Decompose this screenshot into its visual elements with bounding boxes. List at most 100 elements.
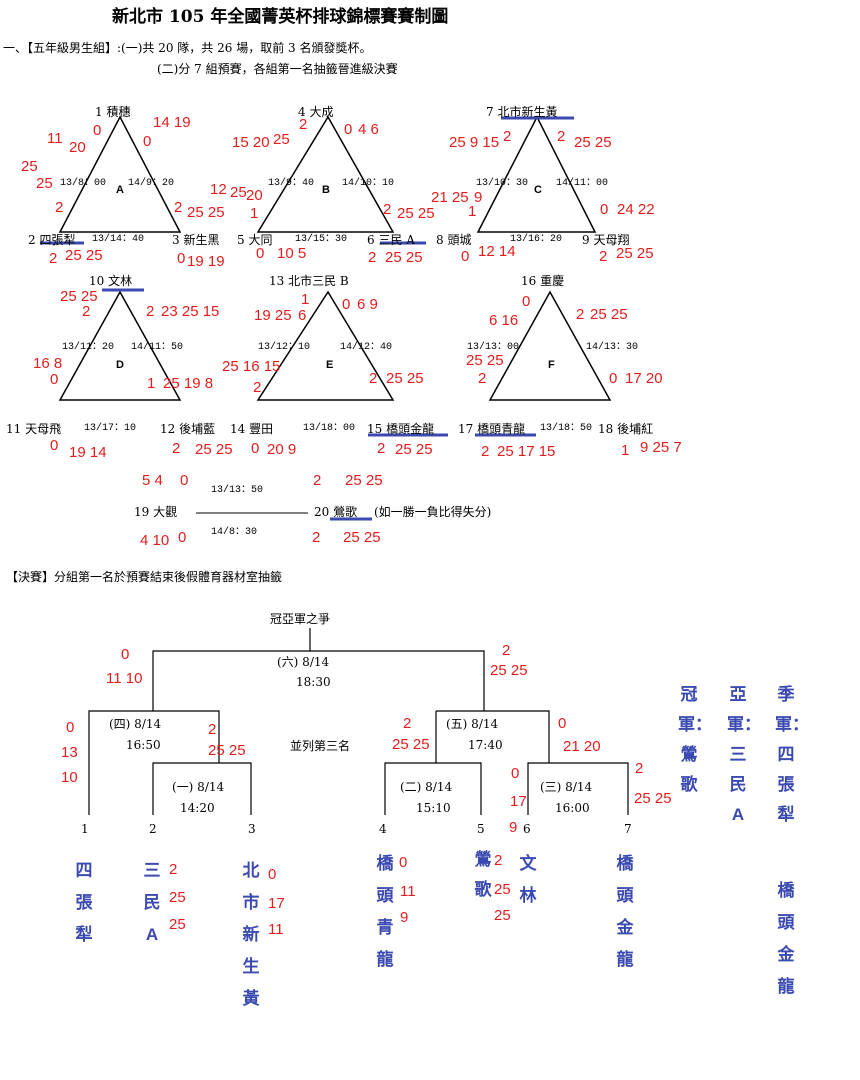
- score: 2: [557, 128, 566, 145]
- score: 25: [21, 158, 38, 175]
- score: 19 19: [187, 253, 225, 270]
- score: 11: [268, 921, 284, 938]
- score: 2: [299, 116, 308, 133]
- score: 9: [509, 819, 518, 836]
- score: 25 25: [60, 288, 98, 305]
- match-time: 14/11：50: [131, 342, 184, 353]
- slot-team-5: 鶯歌: [474, 850, 492, 899]
- slot-team-7: 橋頭金龍: [616, 854, 634, 969]
- page-title: 新北市 105 年全國菁英杯排球錦標賽賽制圖: [112, 7, 449, 27]
- match-time: 14/10：10: [342, 178, 395, 189]
- score: 6 16: [489, 312, 519, 329]
- score: 21 20: [563, 738, 601, 755]
- match-time: 13/13：00: [467, 342, 520, 353]
- team-14: 14 豐田: [230, 422, 274, 436]
- match-6-date: (六) 8/14: [277, 655, 330, 669]
- score: 25 25: [345, 472, 383, 489]
- slot-5: 5: [477, 822, 485, 836]
- score: 6 9: [357, 296, 378, 313]
- match-time: 13/11：20: [62, 342, 115, 353]
- match-time: 13/18：50: [540, 423, 593, 434]
- match-1-time: 14:20: [180, 801, 215, 815]
- slot-7: 7: [624, 822, 632, 836]
- score: 14 19: [153, 114, 191, 131]
- team-18: 18 後埔紅: [598, 422, 654, 436]
- score: 0: [609, 370, 618, 387]
- slot-team-2: 三民A: [143, 861, 161, 944]
- score: 2: [253, 379, 262, 396]
- third-place-result: 季軍：四張犁: [775, 685, 809, 824]
- score: 25 25: [574, 134, 612, 151]
- score: 25 25: [65, 247, 103, 264]
- tiebreak-note: (如一勝一負比得失分): [374, 505, 492, 519]
- score: 19 25: [254, 307, 292, 324]
- score: 25: [494, 907, 511, 924]
- champion-result: 冠軍：鶯歌: [678, 685, 712, 794]
- score: 2: [576, 306, 585, 323]
- group-f-triangle: [488, 290, 612, 401]
- score: 0: [268, 866, 277, 883]
- match-4-date: (四) 8/14: [109, 717, 162, 731]
- score: 23 25 15: [161, 303, 220, 320]
- score: 25 25: [208, 742, 246, 759]
- score: 1: [621, 442, 630, 459]
- score: 0: [121, 646, 130, 663]
- team-1: 1 積穗: [95, 105, 131, 119]
- score: 11 10: [106, 670, 143, 687]
- score: 0: [600, 201, 609, 218]
- match-2-date: (二) 8/14: [400, 780, 453, 794]
- match-2-time: 15:10: [416, 801, 451, 815]
- match-time: 13/9：40: [268, 178, 315, 189]
- slot-6: 6: [523, 822, 531, 836]
- group-b-triangle: [256, 115, 395, 233]
- score: 9: [474, 189, 483, 206]
- score: 2: [172, 440, 181, 457]
- slot-2: 2: [149, 822, 157, 836]
- match-time: 14/13：30: [586, 342, 639, 353]
- third-place-label: 並列第三名: [290, 739, 351, 753]
- team-15: 15 橋頭金龍: [367, 422, 435, 436]
- score: 12: [210, 181, 227, 198]
- score: 0: [461, 248, 470, 265]
- score: 0: [511, 765, 520, 782]
- score: 0: [256, 245, 265, 262]
- score: 12 14: [478, 243, 516, 260]
- score: 11: [400, 883, 416, 900]
- team-2: 2 四張犁: [28, 233, 76, 247]
- team-17: 17 橋頭青龍: [458, 422, 526, 436]
- score: 25 25: [385, 249, 423, 266]
- match-time: 14/9：20: [128, 178, 175, 189]
- score: 25 17 15: [497, 443, 556, 460]
- score: 0: [522, 293, 531, 310]
- team-20: 20 鶯歌: [314, 505, 358, 519]
- score: 25: [273, 131, 290, 148]
- match-time: 13/17：10: [84, 423, 137, 434]
- slot-3: 3: [248, 822, 256, 836]
- match-3-date: (三) 8/14: [540, 780, 593, 794]
- score: 2: [169, 861, 178, 878]
- group-d-triangle: [58, 290, 182, 401]
- score: 25 9 15: [449, 134, 500, 151]
- score: 15 20: [232, 134, 270, 151]
- slot-team-3: 北市新生黃: [242, 861, 260, 1008]
- score: 20: [69, 139, 86, 156]
- group-e-triangle: [256, 290, 395, 401]
- match-5-date: (五) 8/14: [446, 717, 499, 731]
- score: 20 9: [267, 441, 297, 458]
- match-time: 13/15：30: [295, 234, 348, 245]
- score: 25 25: [195, 441, 233, 458]
- score: 1: [468, 203, 477, 220]
- match-time: 13/13：50: [211, 485, 264, 496]
- score: 2: [369, 370, 378, 387]
- match-5-time: 17:40: [468, 738, 503, 752]
- group-label: F: [548, 359, 555, 371]
- score: 4 6: [358, 121, 379, 138]
- slot-team-1: 四張犁: [75, 861, 93, 944]
- score: 2: [312, 529, 321, 546]
- score: 2: [146, 303, 155, 320]
- match-time: 13/16：20: [510, 234, 563, 245]
- score: 10 5: [277, 245, 307, 262]
- team-9: 9 天母翔: [582, 233, 630, 247]
- match-time: 13/10：30: [476, 178, 529, 189]
- score: 25 25: [466, 352, 504, 369]
